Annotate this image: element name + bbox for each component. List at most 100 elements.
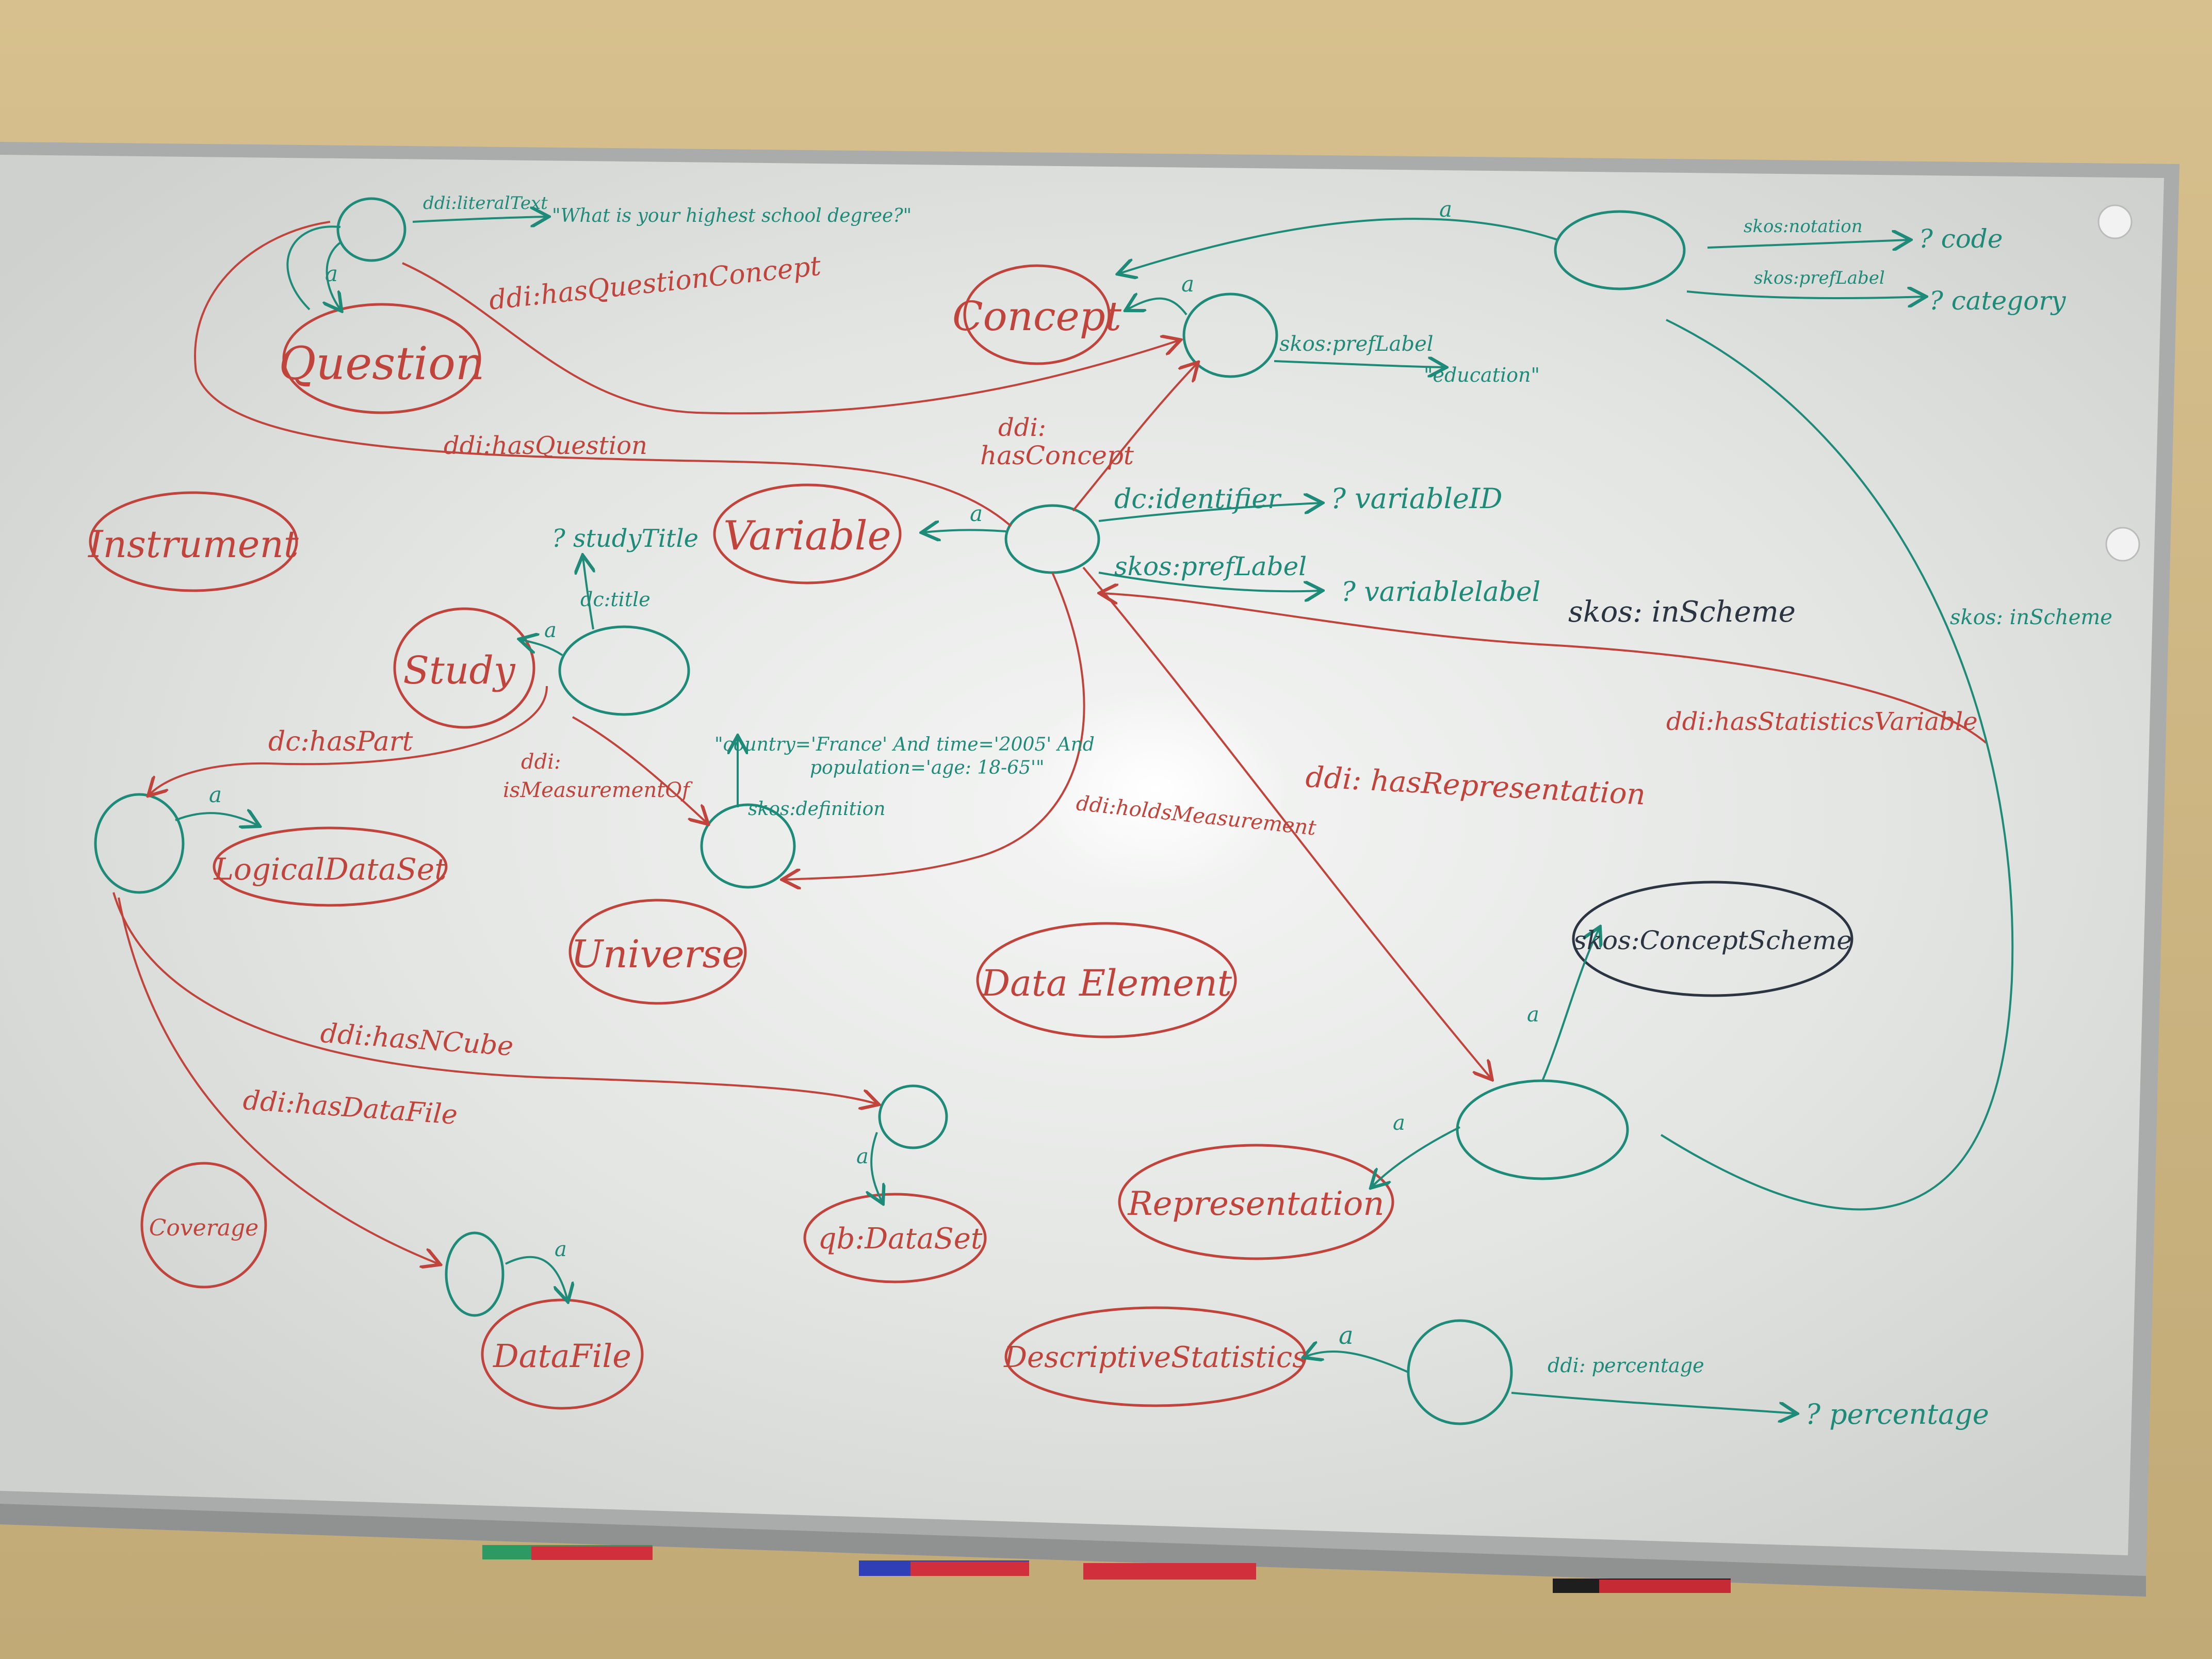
type-edge-statistics xyxy=(1305,1352,1409,1373)
concept-preflabel-edge xyxy=(1274,361,1444,367)
logicaldataset-ellipse xyxy=(213,826,448,907)
dataset-ellipse xyxy=(803,1193,987,1283)
in-scheme-right-text: skos: inScheme xyxy=(1950,606,2112,629)
is-measurement-of-edge xyxy=(572,716,707,823)
type-a-study: a xyxy=(544,619,557,642)
identifier-prop: dc:identifier xyxy=(1114,484,1282,515)
type-a-variable: a xyxy=(970,501,983,526)
datafile-label: DataFile xyxy=(493,1337,631,1375)
type-a-question: a xyxy=(325,261,338,286)
skos-definition-prop: skos:definition xyxy=(748,799,885,820)
datafile-node xyxy=(445,1231,505,1317)
logicaldataset-label: LogicalDataSet xyxy=(213,852,447,887)
in-scheme-edge xyxy=(1660,319,2014,1211)
type-edge-question xyxy=(327,241,340,310)
question-label: Question xyxy=(279,337,484,390)
red-marker xyxy=(1083,1563,1256,1580)
universe-label: Universe xyxy=(571,932,744,977)
representation-label: Representation xyxy=(1127,1185,1384,1223)
has-concept-edge xyxy=(1072,364,1197,512)
variable-label-value: ? variablelabel xyxy=(1341,577,1540,608)
has-concept-text-1: ddi: xyxy=(998,413,1046,442)
category-value: ? category xyxy=(1929,286,2066,316)
logicaldataset-node xyxy=(94,793,185,894)
type-edge-study xyxy=(521,640,563,656)
notation-edge xyxy=(1707,240,1909,248)
concept-label: Concept xyxy=(952,294,1122,340)
literal-text-prop: ddi:literalText xyxy=(423,193,548,214)
coverage-ellipse xyxy=(140,1162,267,1289)
code-node xyxy=(1554,210,1686,290)
study-label: Study xyxy=(403,648,515,693)
conceptscheme-label: skos:ConceptScheme xyxy=(1573,925,1852,955)
variable-preflabel-edge xyxy=(1098,572,1321,591)
type-a-statistics: a xyxy=(1339,1321,1354,1350)
concept-preflabel-prop: skos:prefLabel xyxy=(1279,332,1434,356)
question-ellipse xyxy=(282,303,481,414)
type-a-datafile: a xyxy=(555,1238,567,1261)
universe-ellipse xyxy=(568,899,747,1005)
has-question-edge xyxy=(194,221,1012,527)
dataset-node xyxy=(878,1084,948,1149)
variable-ellipse xyxy=(713,483,902,584)
dc-title-prop: dc:title xyxy=(580,588,650,611)
education-value: "education" xyxy=(1424,364,1540,386)
has-statistics-variable-text: ddi:hasStatisticsVariable xyxy=(1666,707,1978,736)
instrument-ellipse xyxy=(89,491,298,592)
dc-title-edge xyxy=(583,557,593,630)
percentage-edge xyxy=(1511,1392,1795,1413)
is-measurement-of-text-2: isMeasurementOf xyxy=(503,778,693,802)
red-marker xyxy=(910,1562,1029,1576)
has-part-edge xyxy=(150,686,548,794)
type-a-dataset: a xyxy=(856,1145,869,1168)
has-datafile-edge xyxy=(118,897,438,1264)
type-a-representation: a xyxy=(1393,1111,1405,1135)
preflabel-prop-top: skos:prefLabel xyxy=(1754,268,1885,288)
data-element-ellipse xyxy=(976,922,1237,1038)
type-edge-variable xyxy=(923,530,1006,532)
study-ellipse xyxy=(393,607,535,729)
variable-id-value: ? variableID xyxy=(1331,482,1503,515)
type-edge-code-node xyxy=(1119,218,1558,273)
type-edge-conceptscheme xyxy=(1541,929,1599,1081)
has-question-text: ddi:hasQuestion xyxy=(444,431,647,460)
type-edge-representation xyxy=(1372,1126,1460,1186)
study-title-value: ? studyTitle xyxy=(552,524,698,553)
has-statistics-variable-edge xyxy=(1101,593,1987,744)
board-magnet xyxy=(2097,204,2133,239)
literal-text-edge xyxy=(412,217,547,222)
holds-measurement-edge xyxy=(784,572,1085,880)
has-concept-text-2: hasConcept xyxy=(980,441,1134,470)
has-representation-edge xyxy=(1082,566,1491,1078)
light-glare xyxy=(1021,686,1290,892)
type-edge-concept xyxy=(1127,299,1188,316)
has-question-concept-edge xyxy=(402,262,1179,415)
concept-ellipse xyxy=(963,264,1111,365)
percentage-value: ? percentage xyxy=(1806,1398,1989,1430)
red-marker xyxy=(1599,1580,1731,1593)
percentage-prop: ddi: percentage xyxy=(1548,1354,1704,1377)
dc-has-part-text: dc:hasPart xyxy=(268,726,413,757)
coverage-label: Coverage xyxy=(149,1215,259,1241)
variable-preflabel-prop: skos:prefLabel xyxy=(1114,551,1307,581)
variable-label: Variable xyxy=(723,513,891,559)
question-text-literal: "What is your highest school degree?" xyxy=(552,205,912,226)
in-scheme-black-text: skos: inScheme xyxy=(1568,595,1796,629)
marker-tray xyxy=(0,1504,2146,1597)
descriptivestatistics-label: DescriptiveStatistics xyxy=(1003,1341,1307,1374)
preflabel-edge-top xyxy=(1686,291,1924,298)
notation-prop: skos:notation xyxy=(1744,216,1863,237)
type-edge-logicaldataset xyxy=(175,813,258,825)
type-edge-question-loop xyxy=(286,225,341,311)
representation-ellipse xyxy=(1118,1144,1394,1260)
red-marker xyxy=(531,1547,653,1560)
universe-node xyxy=(700,803,796,889)
type-a-conceptscheme: a xyxy=(1527,1003,1539,1027)
type-a-logicaldataset: a xyxy=(209,782,222,807)
board-magnet xyxy=(2105,527,2140,562)
has-ncube-edge xyxy=(112,892,877,1104)
type-a-concept: a xyxy=(1181,271,1194,297)
study-node xyxy=(558,625,690,716)
type-edge-datafile xyxy=(505,1256,567,1300)
